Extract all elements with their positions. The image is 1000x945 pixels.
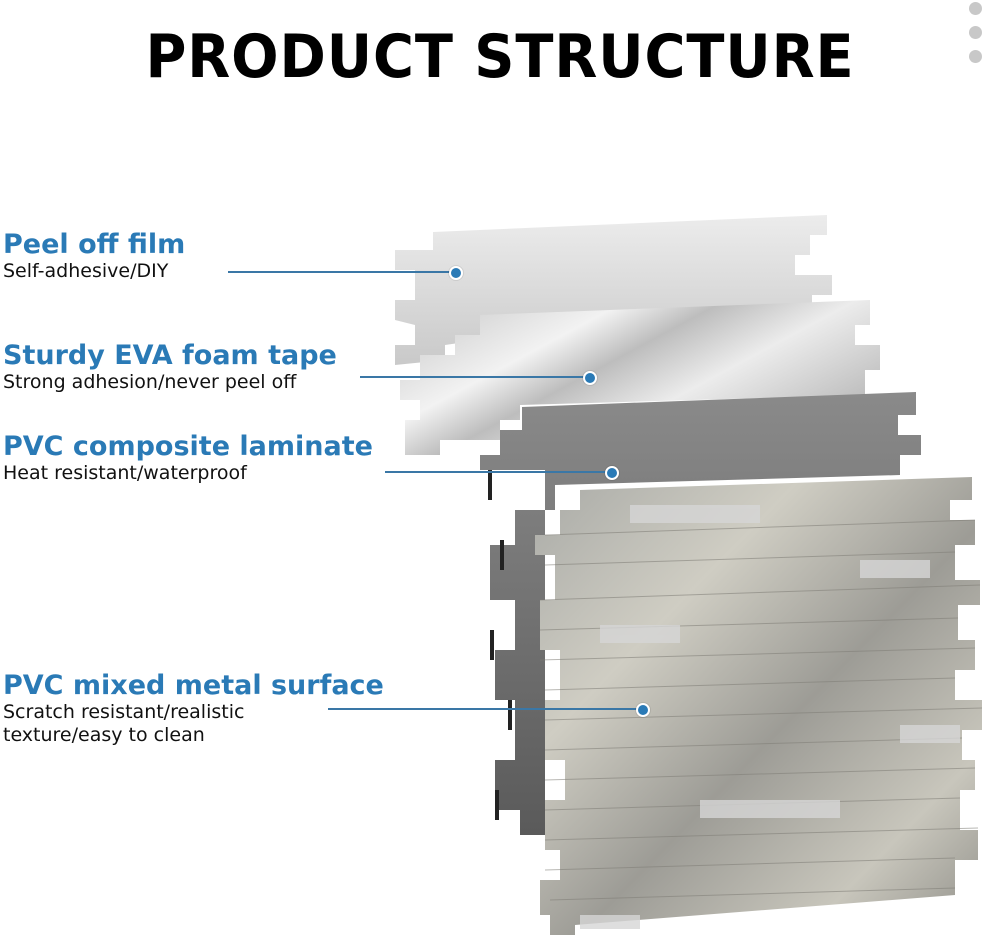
layer-pvc-laminate (480, 392, 921, 835)
leader-line (328, 708, 643, 710)
layer-peel-off-film (395, 215, 832, 365)
layer-description: Self-adhesive/DIY (3, 260, 169, 282)
kebab-menu-icon[interactable] (966, 2, 986, 68)
layer-name: PVC composite laminate (3, 431, 373, 462)
label-pvc-metal-surface: PVC mixed metal surface Scratch resistan… (3, 670, 384, 747)
layer-name: Peel off film (3, 229, 186, 260)
pointer-dot (605, 466, 619, 480)
layer-name: Sturdy EVA foam tape (3, 340, 337, 371)
layer-description: Heat resistant/waterproof (3, 462, 247, 484)
pointer-dot (583, 371, 597, 385)
layer-name: PVC mixed metal surface (3, 670, 384, 701)
leader-line (360, 376, 590, 378)
layer-eva-foam-tape (400, 300, 880, 455)
pointer-dot (449, 266, 463, 280)
layer-description: Scratch resistant/realistic texture/easy… (3, 701, 245, 746)
page-title: PRODUCT STRUCTURE (145, 22, 855, 92)
leader-line (385, 471, 612, 473)
layer-description: Strong adhesion/never peel off (3, 371, 297, 393)
label-pvc-laminate: PVC composite laminate Heat resistant/wa… (3, 432, 373, 485)
layer-pvc-metal-surface (535, 477, 983, 935)
label-peel-off-film: Peel off film Self-adhesive/DIY (3, 230, 185, 283)
leader-line (228, 271, 456, 273)
label-eva-foam-tape: Sturdy EVA foam tape Strong adhesion/nev… (3, 341, 337, 394)
pointer-dot (636, 703, 650, 717)
